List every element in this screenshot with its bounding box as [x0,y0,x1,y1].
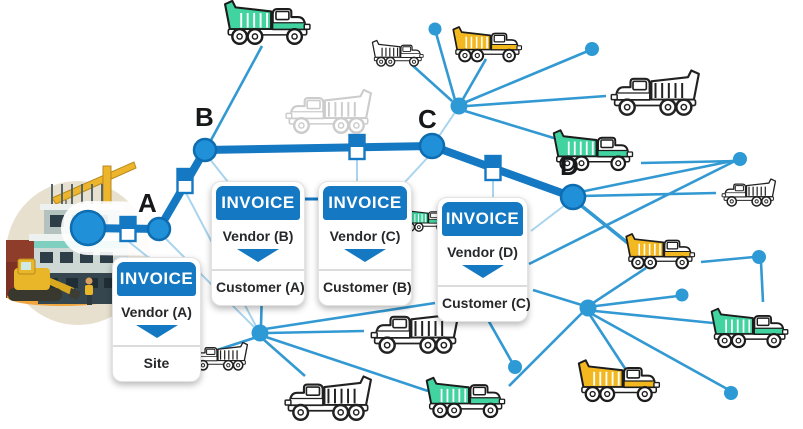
network-line [434,32,457,101]
arrow-down-icon [135,325,178,338]
network-line [163,236,257,330]
card-divider [319,269,411,271]
dump-truck-yellow-icon [625,233,696,270]
network-line [461,58,488,100]
invoice-vendor-label: Vendor (D) [447,244,518,260]
network-dot [585,42,599,56]
network-line [580,191,717,198]
network-line [410,63,453,102]
node-label-d: D [560,151,579,181]
invoice-customer-label: Customer (B) [323,279,412,295]
network-dot [724,386,738,400]
dump-truck-yellow-icon [577,359,661,403]
network-line [266,329,365,335]
dump-truck-outline-icon [371,39,424,67]
invoice-vendor-label: Vendor (A) [121,304,192,320]
hub-node [579,299,597,317]
site-node [69,209,107,247]
invoice-card-vendor-a: INVOICE Vendor (A) Site [112,257,201,382]
network-line [464,109,558,141]
network-line [404,154,431,183]
invoice-card-title: INVOICE [216,186,300,220]
network-line [579,158,738,194]
dump-truck-outline-icon [370,307,460,354]
node-d [559,183,587,211]
invoice-customer-label: Customer (C) [442,295,531,311]
invoice-card-vendor-c: INVOICE Vendor (C) Customer (B) [318,181,412,306]
network-line [127,240,150,259]
network-line [465,49,589,104]
network-line [640,159,738,165]
network-line [588,314,630,374]
network-line [508,311,584,387]
invoice-card-vendor-b: INVOICE Vendor (B) Customer (A) [211,181,305,306]
invoice-card-title: INVOICE [117,262,196,296]
node-c [418,132,446,160]
checkpoint-node [484,154,502,182]
invoice-vendor-label: Vendor (C) [329,228,401,244]
network-line [528,158,738,266]
network-line [592,266,647,305]
node-a [146,216,172,242]
network-line [594,309,714,325]
node-b [192,137,218,163]
network-line [466,94,607,108]
hub-node [450,97,468,115]
network-line [265,335,429,393]
network-line [264,301,436,331]
node-label-c: C [418,104,437,134]
invoice-customer-label: Customer (A) [216,279,305,295]
dump-truck-yellow-icon [452,26,523,63]
arrow-down-icon [237,249,279,262]
invoice-card-title: INVOICE [442,202,523,236]
network-dot [508,360,522,374]
invoice-card-vendor-d: INVOICE Vendor (D) Customer (C) [437,197,531,322]
network-dot [428,22,442,36]
network-line [208,157,229,183]
network-dot [733,152,747,166]
network-line [208,45,264,143]
invoice-vendor-label: Vendor (B) [222,228,294,244]
network-line [436,110,457,140]
checkpoint-node [176,167,194,195]
dump-truck-ghost-icon [285,88,373,134]
checkpoint-node [119,215,137,243]
dump-truck-green-icon [552,129,634,172]
arrow-down-icon [344,249,386,262]
dump-truck-outline-icon [192,341,249,371]
network-line [591,312,730,392]
network-line [262,338,306,377]
dump-truck-outline-icon [284,375,372,421]
network-line [576,201,631,246]
checkpoint-node [348,133,366,161]
dump-truck-green-icon [710,307,789,349]
dump-truck-outline-icon [721,178,777,207]
node-label-a: A [138,188,157,218]
dump-truck-outline-icon [610,69,700,116]
network-dot [675,288,689,302]
network-dot [752,250,766,264]
network-line [530,204,566,232]
arrow-down-icon [461,265,504,278]
card-divider [438,285,527,287]
node-label-b: B [195,102,214,132]
network-line [532,288,586,308]
invoice-customer-label: Site [143,355,170,371]
network-line [595,294,679,308]
hub-node [251,324,269,342]
network-edges [127,32,765,393]
dump-truck-green-icon [425,376,506,419]
card-divider [113,345,200,347]
network-line [700,255,755,264]
invoice-card-title: INVOICE [323,186,407,220]
network-line [759,261,765,303]
dump-truck-green-icon [223,0,311,45]
card-divider [212,269,304,271]
